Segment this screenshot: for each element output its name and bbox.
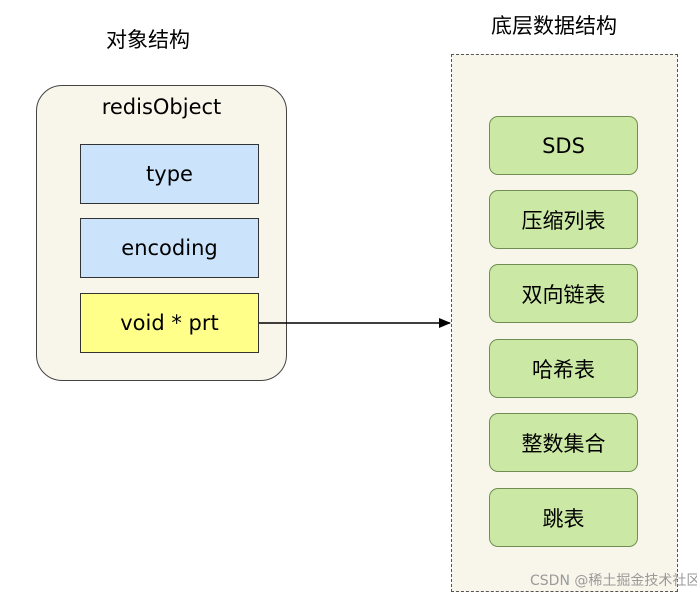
redis-object-title: redisObject [101, 95, 222, 119]
watermark: CSDN @稀土掘金技术社区 [530, 573, 697, 589]
ds-item-skiplist: 跳表 [489, 488, 638, 547]
field-type: type [80, 144, 259, 204]
underlying-structure-heading: 底层数据结构 [491, 14, 617, 38]
field-pointer: void * prt [80, 293, 259, 353]
field-encoding: encoding [80, 218, 259, 278]
object-structure-heading: 对象结构 [106, 28, 190, 52]
ds-item-ziplist: 压缩列表 [489, 190, 638, 249]
ds-item-intset: 整数集合 [489, 413, 638, 472]
ds-item-sds: SDS [489, 116, 638, 175]
ds-item-linkedlist: 双向链表 [489, 264, 638, 323]
ds-item-hashtable: 哈希表 [489, 339, 638, 398]
